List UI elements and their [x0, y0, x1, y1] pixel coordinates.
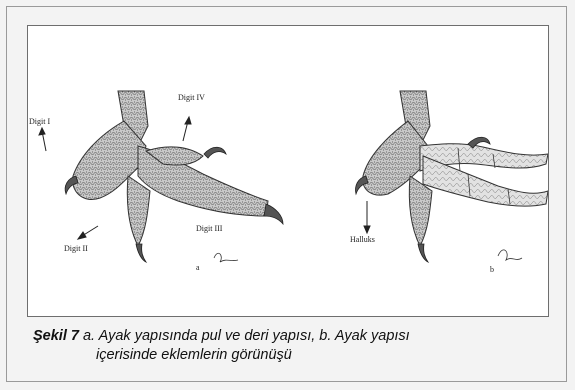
caption-line-1: Şekil 7 a. Ayak yapısında pul ve deri ya… — [33, 327, 553, 346]
caption-text-2: içerisinde eklemlerin görünüşü — [33, 346, 553, 365]
label-digit-iv: Digit IV — [178, 93, 205, 102]
foot-illustration: Digit I Digit IV Digit II Digit III a — [28, 26, 548, 316]
label-digit-ii: Digit II — [64, 244, 88, 253]
figure-caption: Şekil 7 a. Ayak yapısında pul ve deri ya… — [33, 327, 553, 365]
caption-label: Şekil 7 — [33, 328, 79, 344]
label-digit-iii: Digit III — [196, 224, 223, 233]
caption-text-1: a. Ayak yapısında pul ve deri yapısı, b.… — [79, 328, 410, 344]
label-halluks: Halluks — [350, 235, 375, 244]
signature-b — [498, 250, 522, 260]
figure-box: Digit I Digit IV Digit II Digit III a — [6, 6, 567, 382]
label-digit-i: Digit I — [29, 117, 50, 126]
label-panel-b: b — [490, 265, 494, 274]
foot-b-drawing — [355, 91, 548, 262]
figure-image: Digit I Digit IV Digit II Digit III a — [27, 25, 549, 317]
label-panel-a: a — [196, 263, 200, 272]
foot-a-drawing — [65, 91, 283, 262]
annotation-arrow-b — [364, 201, 370, 233]
signature-a — [214, 253, 238, 262]
